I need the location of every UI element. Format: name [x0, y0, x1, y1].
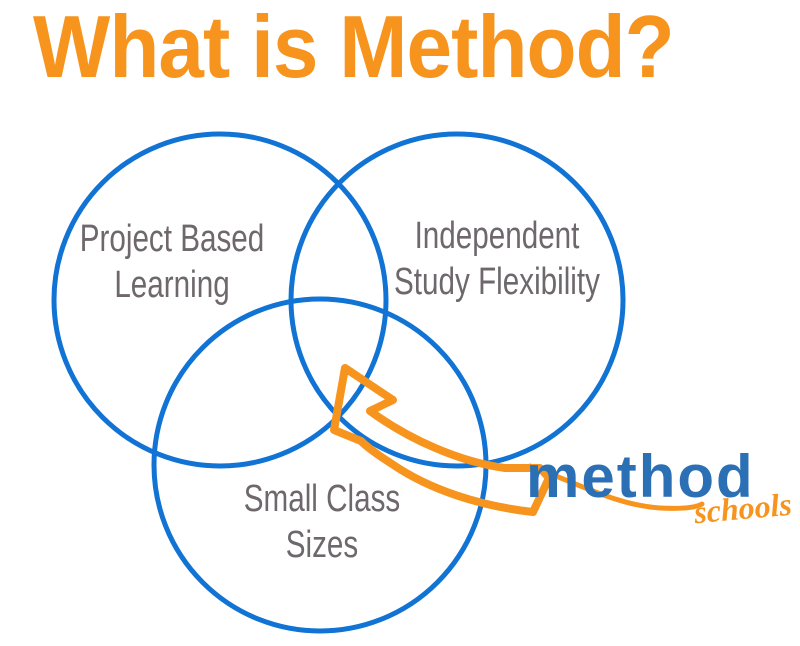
venn-label-line: Project Based — [79, 218, 265, 260]
venn-label-line: Study Flexibility — [394, 261, 600, 303]
curved-arrow-icon — [330, 364, 553, 516]
venn-label-line: Small Class — [243, 478, 401, 520]
venn-label-independent-study-flexibility: Independent Study Flexibility — [372, 213, 622, 305]
venn-label-line: Independent — [414, 215, 580, 257]
logo-swoosh — [527, 463, 705, 511]
page-title: What is Method? — [33, 0, 675, 96]
venn-label-line: Sizes — [285, 524, 359, 566]
venn-circle-project-based-learning — [51, 131, 389, 469]
method-schools-logo-wordmark: method — [526, 443, 755, 510]
venn-label-line: Learning — [114, 264, 230, 306]
venn-label-project-based-learning: Project Based Learning — [47, 216, 297, 308]
venn-label-small-class-sizes: Small Class Sizes — [197, 476, 447, 568]
